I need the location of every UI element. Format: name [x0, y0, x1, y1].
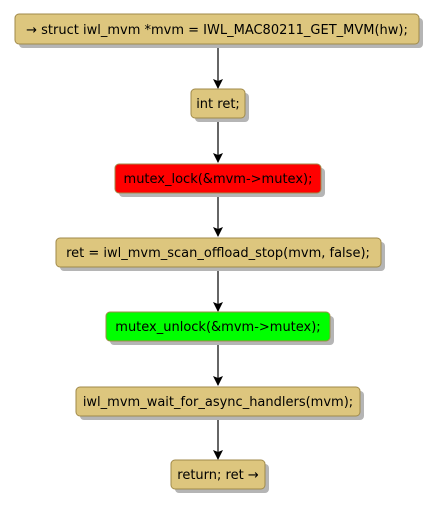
- node-wait: iwl_mvm_wait_for_async_handlers(mvm);: [75, 386, 364, 420]
- node-unlock-box: [105, 311, 331, 342]
- node-stop: ret = iwl_mvm_scan_offload_stop(mvm, fal…: [55, 237, 385, 271]
- node-wait-box: [75, 386, 361, 417]
- node-lock-label: mutex_lock(&mvm->mutex);: [124, 172, 313, 187]
- node-unlock: mutex_unlock(&mvm->mutex);: [105, 311, 334, 345]
- node-wait-label: iwl_mvm_wait_for_async_handlers(mvm);: [83, 395, 353, 410]
- node-entry-box: [14, 13, 420, 45]
- node-stop-box: [55, 237, 382, 268]
- node-entry-label: → struct iwl_mvm *mvm = IWL_MAC80211_GET…: [26, 23, 408, 38]
- node-entry: → struct iwl_mvm *mvm = IWL_MAC80211_GET…: [14, 13, 423, 48]
- node-ret: return; ret →: [170, 459, 269, 493]
- node-stop-label: ret = iwl_mvm_scan_offload_stop(mvm, fal…: [66, 246, 370, 261]
- node-ret-label: return; ret →: [177, 468, 259, 483]
- node-lock-box: [114, 163, 322, 194]
- node-decl-box: [190, 88, 246, 119]
- node-decl: int ret;: [190, 88, 249, 122]
- node-lock: mutex_lock(&mvm->mutex);: [114, 163, 325, 197]
- node-ret-box: [170, 459, 266, 490]
- node-decl-label: int ret;: [196, 97, 240, 112]
- node-unlock-label: mutex_unlock(&mvm->mutex);: [115, 320, 320, 335]
